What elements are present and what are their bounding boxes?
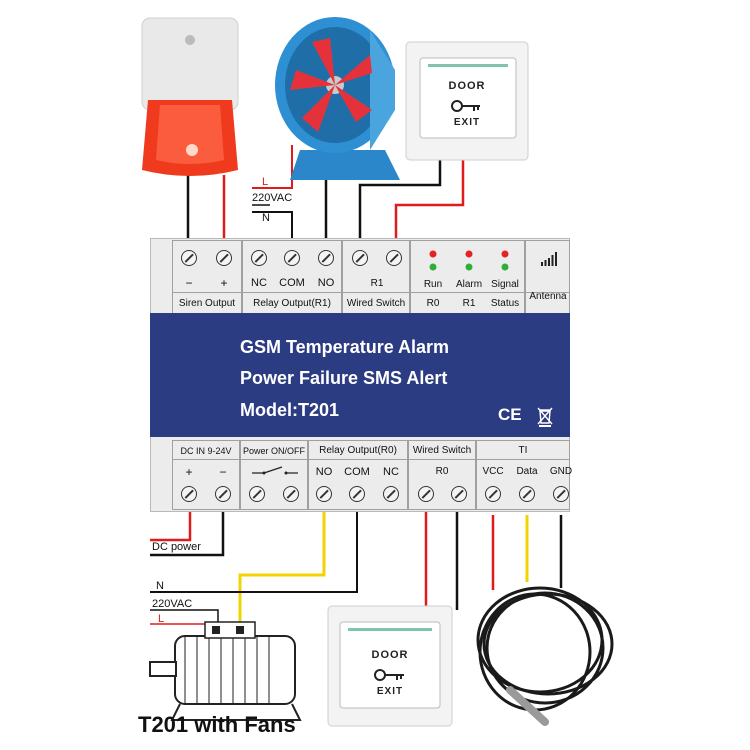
- label-r0-no: NO: [315, 466, 333, 478]
- label-siren-plus: +: [220, 276, 228, 290]
- label-signal: Signal: [491, 279, 519, 290]
- wire-label-l-bottom: L: [158, 613, 165, 625]
- dc-wire-black: [150, 508, 225, 557]
- label-r1-com: COM: [279, 277, 305, 289]
- terminal-r0-com[interactable]: [349, 486, 365, 502]
- wire-label-dc-power: DC power: [152, 541, 201, 553]
- ti-group: [476, 440, 570, 510]
- ce-mark: CE: [498, 405, 522, 424]
- led-r0-green: [429, 263, 437, 271]
- door-exit-button-bottom: [327, 605, 453, 727]
- label-ws-r1: R1: [370, 278, 384, 289]
- title-line-3: Model:T201: [240, 400, 340, 420]
- label-dc-in: DC IN 9-24V: [180, 446, 232, 456]
- relay-no-wire-yellow: [238, 508, 326, 628]
- terminal-siren-minus[interactable]: [181, 250, 197, 266]
- top-label-row: [172, 292, 570, 314]
- label-relay-output-r0: Relay Output(R0): [319, 445, 397, 456]
- terminal-dc-plus[interactable]: [181, 486, 197, 502]
- label-ti: TI: [518, 445, 528, 456]
- label-status: Status: [490, 298, 520, 309]
- weee-bin-icon: [537, 407, 553, 427]
- label-r0-com: COM: [344, 466, 370, 478]
- relay-com-wire-black: [150, 508, 358, 593]
- terminal-ws-r1-b[interactable]: [386, 250, 402, 266]
- label-r1-nc: NC: [251, 277, 267, 289]
- terminal-ws-r1-a[interactable]: [352, 250, 368, 266]
- label-r1-no: NO: [317, 277, 335, 289]
- wired-switch-r0-group: [408, 440, 476, 510]
- door-top-line2: EXIT: [453, 117, 481, 128]
- door-exit-button-top: [405, 41, 529, 161]
- led-alarm-red: [465, 250, 473, 258]
- label-alarm: Alarm: [455, 279, 483, 290]
- label-antenna: Antenna: [529, 291, 567, 302]
- terminal-data[interactable]: [519, 486, 535, 502]
- title-line-2: Power Failure SMS Alert: [240, 368, 448, 388]
- terminal-dc-minus[interactable]: [215, 486, 231, 502]
- power-switch-group: [240, 440, 308, 510]
- label-wired-switch-top: Wired Switch: [346, 298, 406, 309]
- bottom-label-row: [172, 440, 570, 460]
- fan-l-wire: [252, 145, 293, 189]
- led-status-green: [501, 263, 509, 271]
- label-dc-minus: −: [219, 465, 227, 479]
- motor-icon: [149, 621, 302, 721]
- label-r1: R1: [462, 298, 476, 309]
- label-r0: R0: [426, 298, 440, 309]
- wire-label-220vac-top: 220VAC: [252, 192, 293, 204]
- label-ws-r0: R0: [435, 466, 449, 477]
- temperature-sensor-icon: [476, 586, 614, 726]
- terminal-power-b[interactable]: [283, 486, 299, 502]
- label-power-on-off: Power ON/OFF: [242, 446, 306, 456]
- dc-in-group: [172, 440, 240, 510]
- terminal-vcc[interactable]: [485, 486, 501, 502]
- door-top-wire-red: [394, 160, 465, 245]
- terminal-r1-nc[interactable]: [251, 250, 267, 266]
- title-band: [150, 313, 570, 437]
- signal-bars-icon: [541, 252, 557, 266]
- terminal-r1-com[interactable]: [284, 250, 300, 266]
- power-switch-symbol: [252, 466, 298, 475]
- label-gnd: GND: [549, 466, 573, 477]
- terminal-r1-no[interactable]: [318, 250, 334, 266]
- terminal-r0-no[interactable]: [316, 486, 332, 502]
- door-top-wire-black: [358, 160, 442, 245]
- caption: T201 with Fans: [138, 712, 296, 737]
- terminal-gnd[interactable]: [553, 486, 569, 502]
- led-r1-green: [465, 263, 473, 271]
- terminal-siren-plus[interactable]: [216, 250, 232, 266]
- label-relay-output-r1: Relay Output(R1): [253, 298, 331, 309]
- wire-label-l-top: L: [262, 176, 269, 188]
- label-vcc: VCC: [482, 466, 504, 477]
- led-signal-red: [501, 250, 509, 258]
- siren-icon: [141, 17, 239, 176]
- terminal-power-a[interactable]: [249, 486, 265, 502]
- terminal-ws-r0-b[interactable]: [451, 486, 467, 502]
- title-line-1: GSM Temperature Alarm: [240, 337, 450, 357]
- wire-label-n-top: N: [262, 212, 270, 224]
- wire-label-220vac-bottom: 220VAC: [152, 598, 193, 610]
- dc-wire-red: [150, 508, 192, 542]
- label-r0-nc: NC: [383, 466, 399, 478]
- label-siren-minus: −: [185, 276, 193, 290]
- door-bottom-line1: DOOR: [371, 649, 409, 661]
- label-data: Data: [516, 466, 538, 477]
- fan-n-wire: [252, 211, 293, 245]
- label-dc-plus: +: [185, 465, 193, 479]
- terminal-r0-nc[interactable]: [383, 486, 399, 502]
- relay-r0-group: [308, 440, 408, 510]
- door-top-line1: DOOR: [448, 80, 486, 92]
- label-siren-output: Siren Output: [178, 298, 236, 309]
- label-run: Run: [423, 279, 443, 290]
- fan-icon: [275, 17, 400, 180]
- door-bottom-line2: EXIT: [376, 686, 404, 697]
- wire-label-n-bottom: N: [156, 580, 164, 592]
- led-run-red: [429, 250, 437, 258]
- terminal-ws-r0-a[interactable]: [418, 486, 434, 502]
- label-wired-switch-bottom: Wired Switch: [412, 445, 472, 456]
